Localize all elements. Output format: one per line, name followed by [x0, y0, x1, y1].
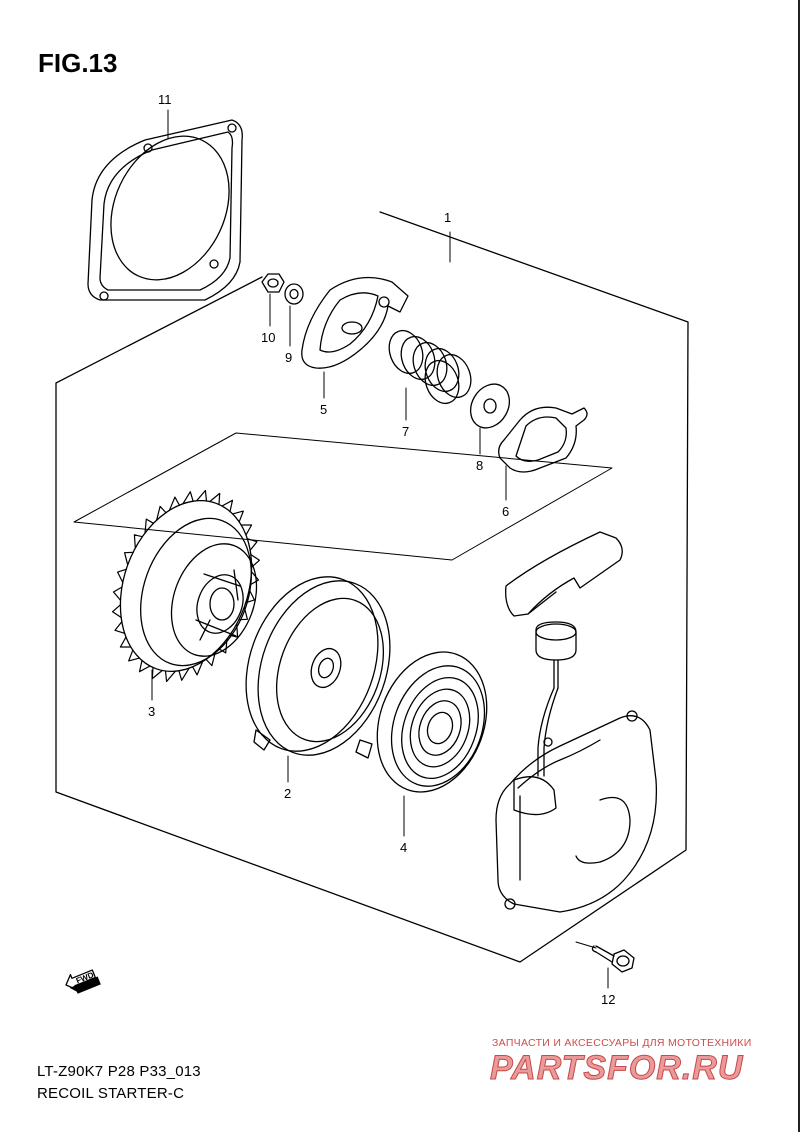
- inner-outline: [73, 432, 613, 561]
- figure-caption: RECOIL STARTER-C: [37, 1085, 185, 1102]
- callout-7: 7: [402, 424, 409, 439]
- callout-3: 3: [148, 704, 155, 719]
- washer-small: [284, 283, 304, 305]
- guide-plate: [301, 276, 409, 369]
- gasket: [87, 119, 243, 301]
- nut: [261, 273, 285, 293]
- washer-large: [469, 383, 511, 429]
- watermark-tagline: ЗАПЧАСТИ И АКСЕССУАРЫ ДЛЯ МОТОТЕХНИКИ: [492, 1037, 752, 1049]
- recoil-spring: [355, 651, 488, 793]
- friction-spring: [388, 329, 472, 405]
- figure-title: FIG.13: [38, 48, 118, 78]
- assembly-outline: [55, 211, 689, 963]
- rope-reel: [245, 576, 391, 756]
- leader-lines: [151, 109, 609, 989]
- callout-8: 8: [476, 458, 483, 473]
- ratchet-clip: [498, 406, 588, 473]
- callout-5: 5: [320, 402, 327, 417]
- callout-numbers: 1 2 3 4 5 6 7 8 9 10 11 12: [148, 92, 615, 1007]
- callout-10: 10: [261, 330, 275, 345]
- callout-9: 9: [285, 350, 292, 365]
- model-code: LT-Z90K7 P28 P33_013: [37, 1063, 201, 1080]
- bolt: [591, 945, 635, 973]
- callout-12: 12: [601, 992, 615, 1007]
- watermark-logo: PARTSFOR.RU: [489, 1049, 744, 1088]
- starter-handle: [505, 531, 623, 777]
- callout-2: 2: [284, 786, 291, 801]
- ratchet-gear: [112, 489, 260, 683]
- starter-case: [495, 710, 658, 913]
- fwd-arrow-icon: FWD: [65, 969, 101, 994]
- right-border: [798, 0, 800, 1132]
- callout-11: 11: [158, 92, 172, 107]
- callout-6: 6: [502, 504, 509, 519]
- callout-4: 4: [400, 840, 407, 855]
- callout-1: 1: [444, 210, 451, 225]
